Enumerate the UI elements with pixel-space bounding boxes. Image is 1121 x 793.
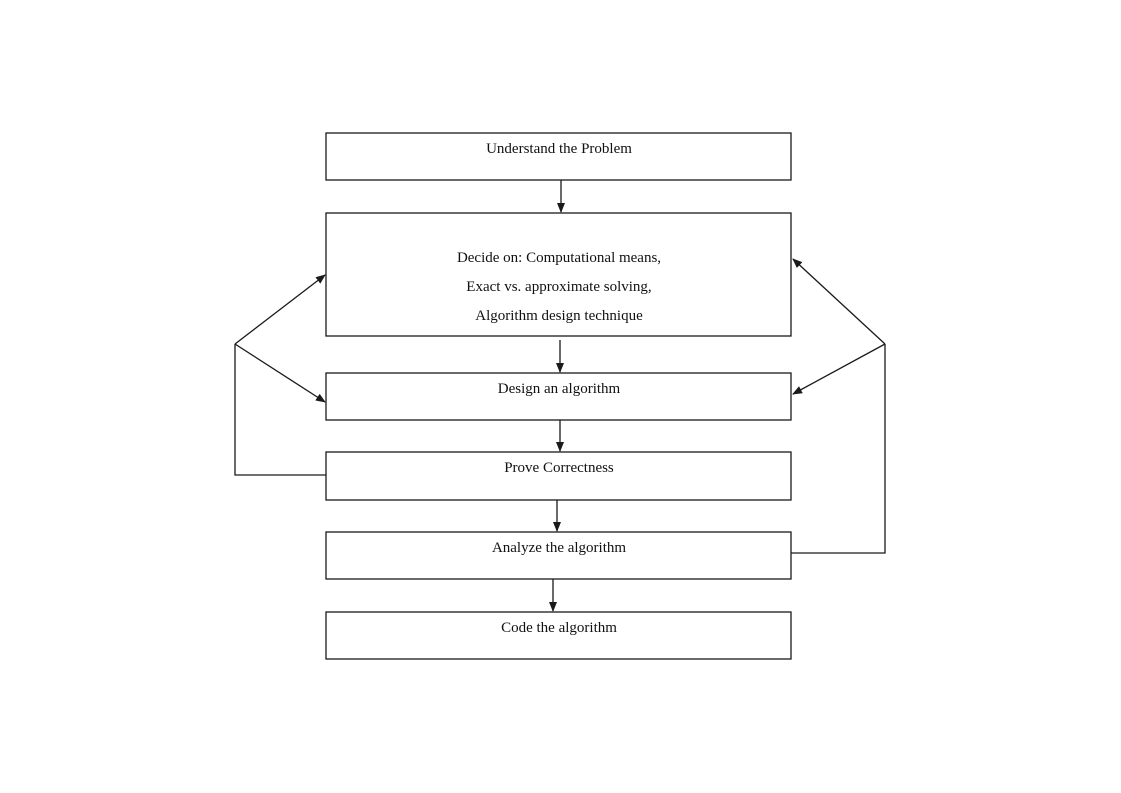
- node-analyze-algorithm-label: Analyze the algorithm: [492, 540, 626, 556]
- edge-prove-feedback-trunk: [234, 344, 326, 476]
- node-code-algorithm-label: Code the algorithm: [501, 620, 617, 636]
- node-decide-on-line-2: Exact vs. approximate solving,: [466, 279, 651, 295]
- node-prove-correctness: Prove Correctness: [325, 451, 792, 501]
- node-decide-on-line-1: Decide on: Computational means,: [457, 250, 661, 266]
- node-understand-problem-label: Understand the Problem: [486, 141, 632, 157]
- node-understand-problem: Understand the Problem: [325, 132, 792, 181]
- node-design-algorithm-label: Design an algorithm: [498, 381, 621, 397]
- node-code-algorithm: Code the algorithm: [325, 611, 792, 660]
- node-design-algorithm: Design an algorithm: [325, 372, 792, 421]
- node-decide-on-line-3: Algorithm design technique: [475, 308, 643, 324]
- edge-analyze-feedback-to-decide: [792, 258, 886, 345]
- edge-analyze-feedback-to-design: [792, 343, 886, 395]
- node-decide-on: Decide on: Computational means, Exact vs…: [325, 212, 792, 337]
- node-analyze-algorithm: Analyze the algorithm: [325, 531, 792, 580]
- edge-analyze-feedback-trunk: [791, 344, 886, 554]
- edge-prove-feedback-to-decide: [234, 274, 326, 345]
- node-prove-correctness-label: Prove Correctness: [504, 460, 614, 476]
- edge-prove-feedback-to-design: [234, 343, 326, 403]
